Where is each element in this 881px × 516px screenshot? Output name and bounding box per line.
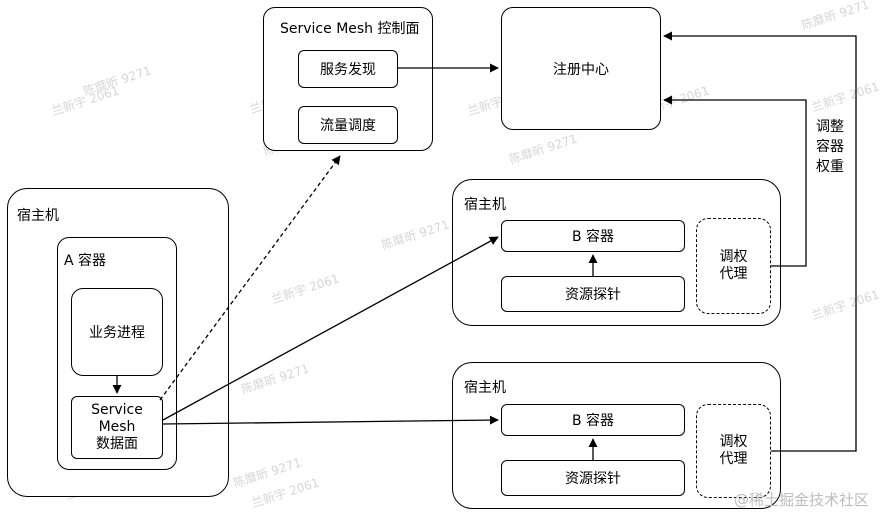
control-plane-title: Service Mesh 控制面 [280, 21, 420, 37]
weight-proxy-top: 调权 代理 [696, 218, 771, 314]
business-process-box: 业务进程 [71, 288, 163, 376]
watermark: 陈靡昕 9271 [379, 217, 451, 253]
container-a-title: A 容器 [64, 253, 107, 269]
watermark: 陈靡昕 9271 [507, 131, 579, 167]
host-left-title: 宿主机 [17, 208, 59, 224]
watermark: 兰新宇 2061 [809, 287, 881, 323]
container-b-top: B 容器 [501, 220, 685, 252]
watermark: 陈靡昕 9271 [239, 361, 311, 397]
control-plane-box: Service Mesh 控制面 服务发现 流量调度 [263, 7, 433, 151]
traffic-scheduling-box: 流量调度 [298, 106, 398, 144]
watermark: 兰新宇 2061 [269, 271, 341, 307]
resource-probe-top: 资源探针 [501, 276, 685, 312]
data-plane-box: Service Mesh 数据面 [71, 396, 163, 459]
registry-box: 注册中心 [501, 7, 661, 130]
adjust-weight-label: 调整 容器 权重 [816, 119, 844, 175]
container-b-bottom: B 容器 [501, 404, 685, 436]
resource-probe-bottom: 资源探针 [501, 460, 685, 496]
weight-proxy-bottom: 调权 代理 [696, 404, 771, 498]
watermark: 陈靡昕 9271 [799, 0, 871, 33]
credit-watermark: @稀土掘金技术社区 [733, 491, 869, 509]
host-right-bottom-title: 宿主机 [464, 380, 506, 396]
service-discovery-box: 服务发现 [298, 50, 398, 88]
watermark: 兰新宇 2061 [809, 79, 881, 115]
host-right-top-title: 宿主机 [464, 197, 506, 213]
